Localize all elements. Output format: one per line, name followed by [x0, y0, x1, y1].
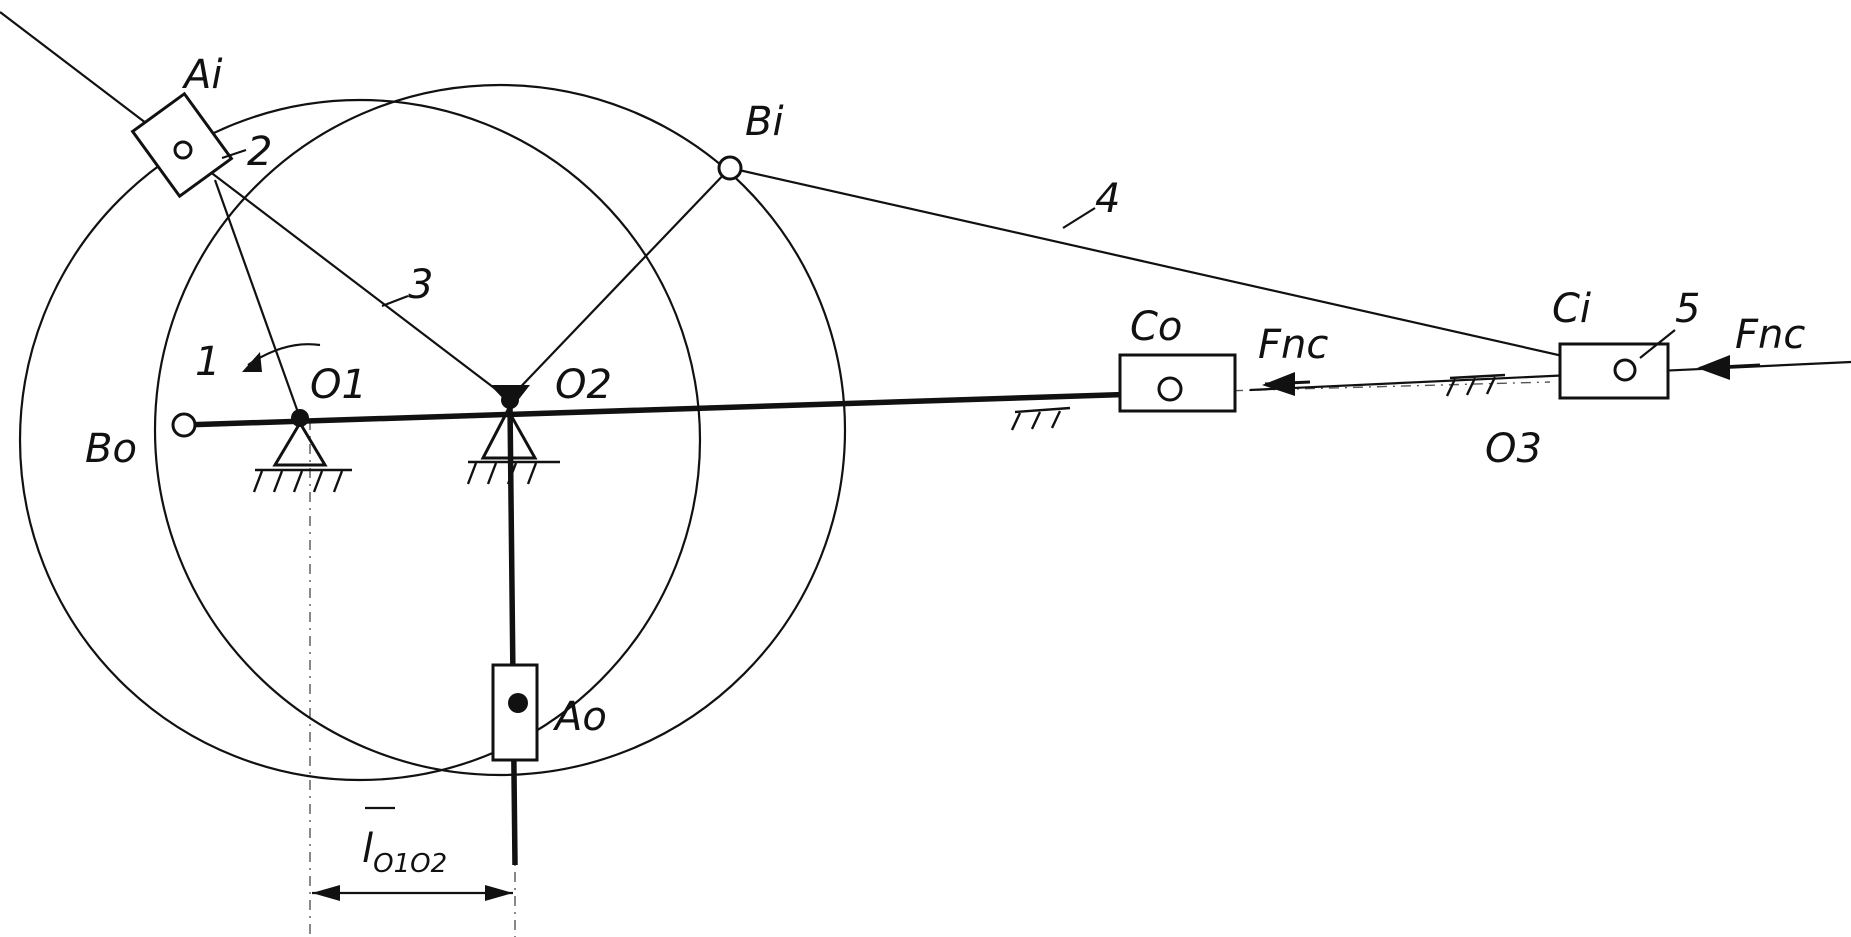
- label-fnc-right: Fnc: [1735, 312, 1805, 358]
- frame-line-right: [1249, 360, 1851, 392]
- support-o2: [466, 406, 560, 485]
- label-bi: Bi: [745, 99, 784, 145]
- label-ci: Ci: [1552, 286, 1591, 332]
- vertical-guide: [507, 404, 518, 866]
- joint-bi: [717, 155, 743, 181]
- label-fnc-left: Fnc: [1258, 322, 1328, 368]
- force-arrows: [1262, 355, 1761, 396]
- arrow-fnc-right: [1697, 355, 1730, 380]
- label-link-5: 5: [1675, 286, 1700, 332]
- circle-o1: [18, 98, 702, 782]
- label-bo: Bo: [85, 426, 137, 472]
- support-o1: [252, 420, 352, 493]
- arrow-fnc-left: [1262, 372, 1295, 396]
- label-o3: O3: [1485, 426, 1542, 472]
- joint-ai: [173, 140, 193, 160]
- joint-o1: [291, 409, 309, 427]
- label-ao: Ao: [552, 694, 607, 740]
- links: [0, 11, 1626, 419]
- label-link-3: 3: [408, 262, 433, 308]
- label-co: Co: [1130, 304, 1182, 350]
- frame-line: [182, 390, 1171, 428]
- label-link-2: 2: [247, 129, 272, 175]
- label-link-4: 4: [1095, 176, 1120, 222]
- link-1-crank: [213, 179, 302, 419]
- label-o1: O1: [310, 362, 367, 408]
- label-link-1: 1: [195, 339, 220, 385]
- joint-co: [1157, 376, 1183, 402]
- labels: Ai Bi Ci Co Ao Bo O1 O2 O3 Fnc Fnc 1 2 3…: [85, 52, 1805, 879]
- joint-o2: [501, 391, 519, 409]
- guide-hatching: [1010, 373, 1506, 431]
- label-o2: O2: [555, 362, 612, 408]
- joint-ao: [508, 693, 528, 713]
- label-ai: Ai: [181, 52, 222, 98]
- link-4-coupler: [729, 166, 1626, 372]
- dimension-o1o2: [312, 806, 513, 901]
- joints: [171, 140, 1637, 713]
- link-3-arm-b: [509, 167, 731, 399]
- joint-ci: [1613, 358, 1637, 382]
- centerlines: [309, 381, 1551, 937]
- joint-bo: [171, 412, 197, 438]
- label-dimension: lO1O2: [362, 826, 447, 879]
- frame: [182, 360, 1851, 866]
- leaders: [221, 148, 1676, 372]
- slider-ci: [1558, 342, 1670, 400]
- circle-o2: [153, 83, 847, 777]
- link-3-rocker: [0, 11, 511, 401]
- trajectory-circles: [18, 83, 847, 782]
